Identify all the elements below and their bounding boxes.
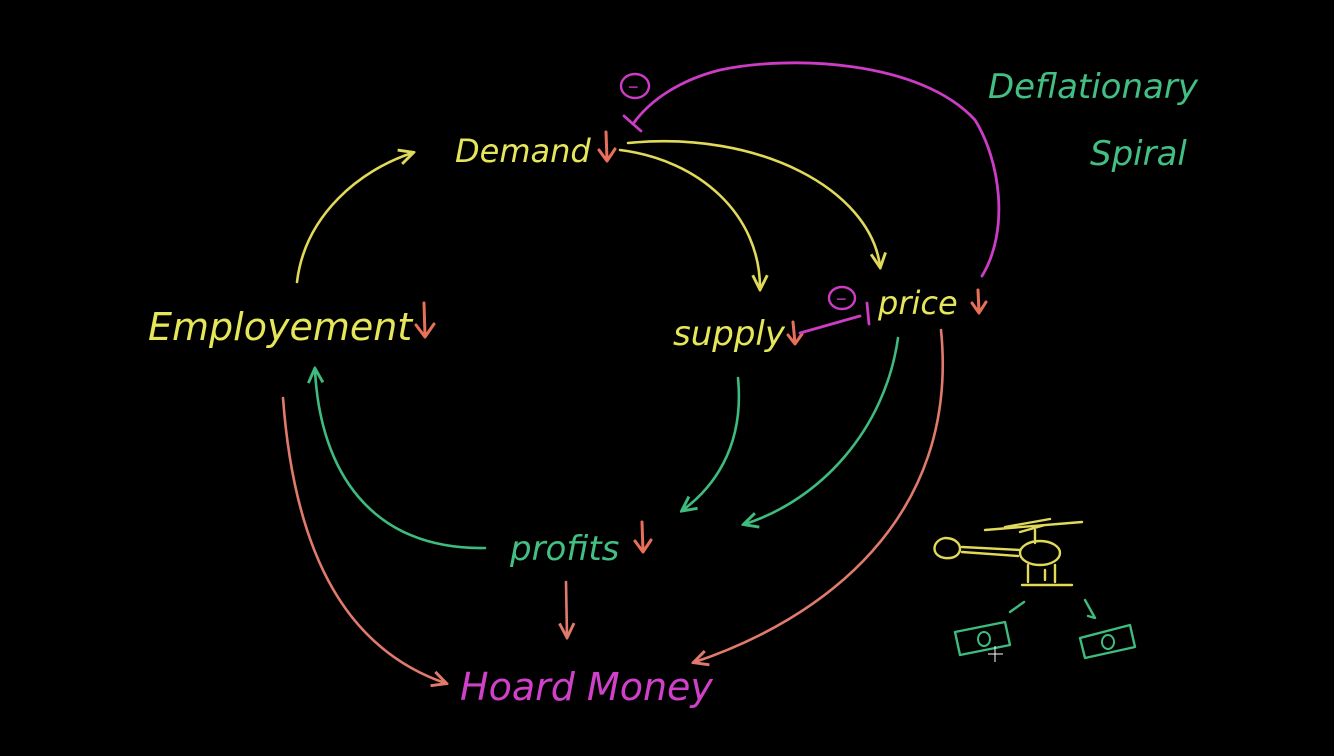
edge-price-to-hoard [695, 328, 944, 662]
node-demand: Demand [455, 132, 591, 170]
node-price: price [877, 284, 958, 322]
inhibit-bar-demand [622, 114, 643, 133]
edge-profits-to-employment [315, 370, 487, 550]
title-line-2: Spiral [1090, 134, 1187, 174]
edge-supply-to-profits [683, 376, 741, 510]
money-bill-right [1078, 623, 1137, 660]
price-decrease-arrow [970, 288, 988, 315]
node-employment: Employement [148, 305, 414, 349]
edge-employment-to-demand [295, 153, 412, 284]
edge-demand-to-price [626, 139, 880, 266]
node-supply: supply [673, 314, 786, 354]
edge-demand-to-supply [618, 148, 760, 288]
title-line-1: Deflationary [988, 67, 1199, 107]
edge-price-to-profits [745, 336, 900, 524]
money-bill-left [953, 620, 1012, 657]
edge-employment-to-hoard [281, 396, 445, 683]
svg-text:−: − [836, 289, 847, 309]
helicopter-money-doodle [933, 517, 1137, 660]
edge-profits-to-hoard [566, 580, 567, 636]
profits-decrease-arrow [633, 520, 653, 554]
demand-decrease-arrow [597, 130, 617, 163]
edge-price-inhibits-supply [798, 314, 862, 335]
svg-text:−: − [628, 77, 639, 97]
supply-decrease-arrow [786, 320, 804, 346]
node-profits: profits [509, 529, 619, 569]
negative-sign-supply: − [827, 285, 857, 311]
negative-sign-top: − [619, 72, 651, 100]
employment-decrease-arrow [414, 301, 436, 339]
edge-price-inhibits-demand [631, 61, 1001, 278]
inhibit-bar-supply [865, 301, 871, 326]
node-hoard-money: Hoard Money [460, 665, 713, 709]
cursor-crosshair-icon [988, 646, 1003, 662]
